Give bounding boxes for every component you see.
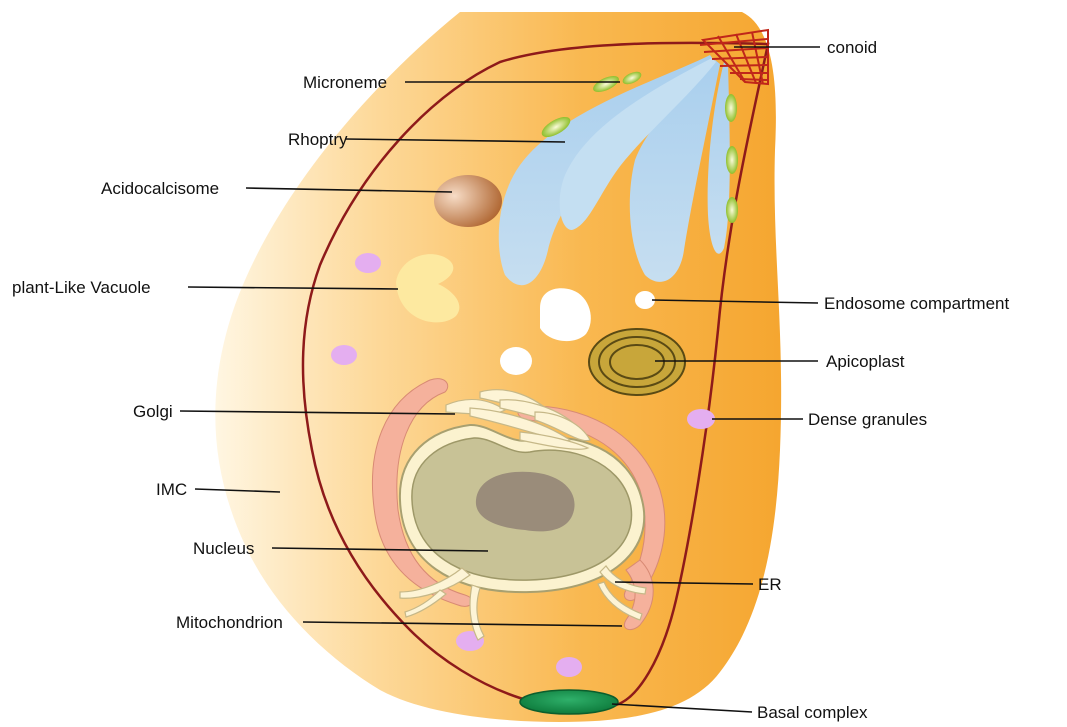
label-acidocalcisome: Acidocalcisome	[101, 179, 219, 198]
microneme-shape	[725, 94, 737, 122]
label-apicoplast: Apicoplast	[826, 352, 905, 371]
dense-granule-shape	[331, 345, 357, 365]
microneme-shape	[726, 197, 738, 223]
label-dense-granules: Dense granules	[808, 410, 927, 429]
dense-granule-shape	[556, 657, 582, 677]
label-imc: IMC	[156, 480, 187, 499]
microneme-shape	[726, 146, 738, 174]
vesicle-shape	[500, 347, 532, 375]
basal-complex-shape	[520, 690, 618, 714]
label-golgi: Golgi	[133, 402, 173, 421]
dense-granule-shape	[687, 409, 715, 429]
label-basal-complex: Basal complex	[757, 703, 868, 722]
label-conoid: conoid	[827, 38, 877, 57]
apicoplast-shape	[589, 329, 685, 395]
dense-granule-shape	[355, 253, 381, 273]
label-microneme: Microneme	[303, 73, 387, 92]
label-plant-like-vacuole: plant-Like Vacuole	[12, 278, 151, 297]
label-nucleus: Nucleus	[193, 539, 254, 558]
label-endosome: Endosome compartment	[824, 294, 1009, 313]
label-er: ER	[758, 575, 782, 594]
label-mitochondrion: Mitochondrion	[176, 613, 283, 632]
label-rhoptry: Rhoptry	[288, 130, 348, 149]
acidocalcisome-shape	[434, 175, 502, 227]
